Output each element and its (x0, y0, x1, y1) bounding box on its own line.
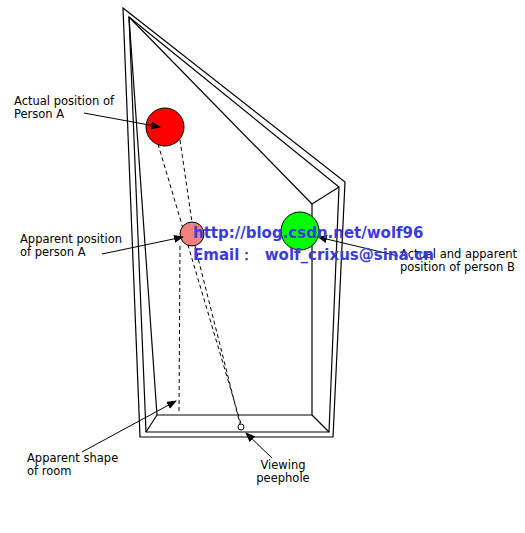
floor-back-edge (157, 414, 312, 415)
right-wall-top-edge (312, 187, 339, 204)
floor-right-edge (312, 415, 329, 432)
viewing-peephole (238, 424, 244, 430)
room-outer-wall (123, 8, 345, 437)
callout-label: Apparent position of person A (20, 233, 132, 259)
sight-line (195, 246, 240, 424)
sight-line (180, 140, 192, 222)
watermark: Email： wolf_crixus@sina.cn (193, 246, 434, 264)
sight-line (158, 144, 241, 424)
callout-label: Viewing peephole (248, 459, 318, 485)
callout-label: Actual position of Person A (14, 95, 126, 121)
apparent-wall-line (179, 246, 180, 412)
leader-line (246, 433, 272, 458)
person-a-actual (146, 108, 184, 146)
callout-label: Apparent shape of room (27, 452, 125, 478)
floor-left-edge (146, 415, 157, 432)
leader-line (82, 401, 176, 452)
back-wall-top-edge (129, 17, 312, 204)
watermark: http://blog.csdn.net/wolf96 (193, 224, 423, 242)
leader-line (84, 113, 160, 127)
left-corner-edge (129, 17, 157, 415)
